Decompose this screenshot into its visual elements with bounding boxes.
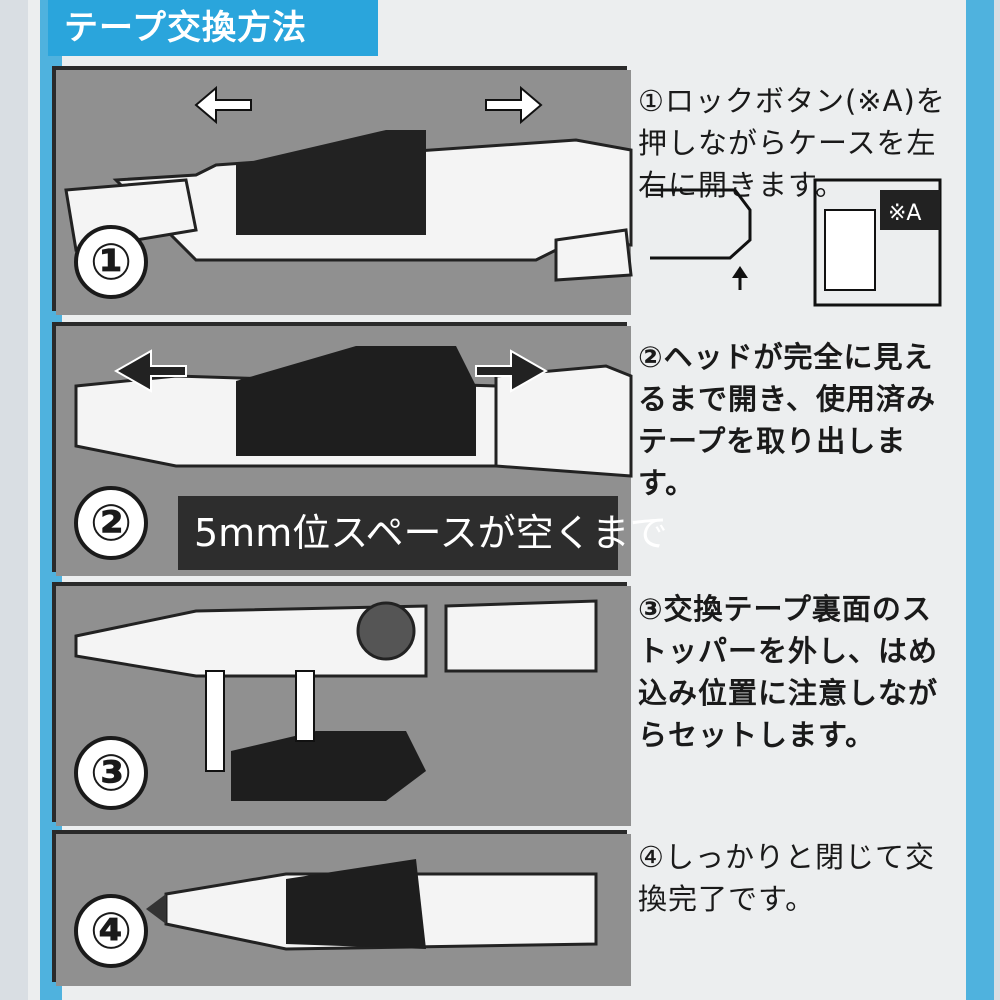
step-2-number: ② [74, 486, 148, 560]
step-4-number: ④ [74, 894, 148, 968]
step-2-instruction: ②ヘッドが完全に見えるまで開き、使用済みテープを取り出します。 [638, 340, 936, 500]
step-3-instruction: ③交換テープ裏面のストッパーを外し、はめ込み位置に注意しながらセットします。 [638, 592, 939, 752]
step-2-illustration: ② 5mm位スペースが空くまで [52, 322, 668, 576]
step-4-illustration: ④ [52, 830, 631, 986]
lock-button-diagram: ※A [640, 170, 950, 315]
step-1-instruction: ①ロックボタン(※A)を押しながらケースを左右に開きます。 [638, 84, 946, 202]
right-blue-edge [966, 0, 994, 1000]
step-2-caption: 5mm位スペースが空くまで [178, 496, 668, 570]
page-title: テープ交換方法 [48, 0, 378, 56]
step-3-drawing [56, 586, 631, 826]
step-1-number: ① [74, 225, 148, 299]
lock-button-label: ※A [888, 201, 921, 226]
step-3-number: ③ [74, 736, 148, 810]
lock-button-drawing: ※A [650, 178, 942, 307]
step-3-illustration: ③ [52, 582, 631, 826]
step-1-drawing [56, 70, 633, 315]
step-4-drawing [56, 834, 631, 986]
step-4-instruction: ④しっかりと閉じて交換完了です。 [638, 840, 935, 916]
step-1-illustration: ① [52, 66, 633, 315]
